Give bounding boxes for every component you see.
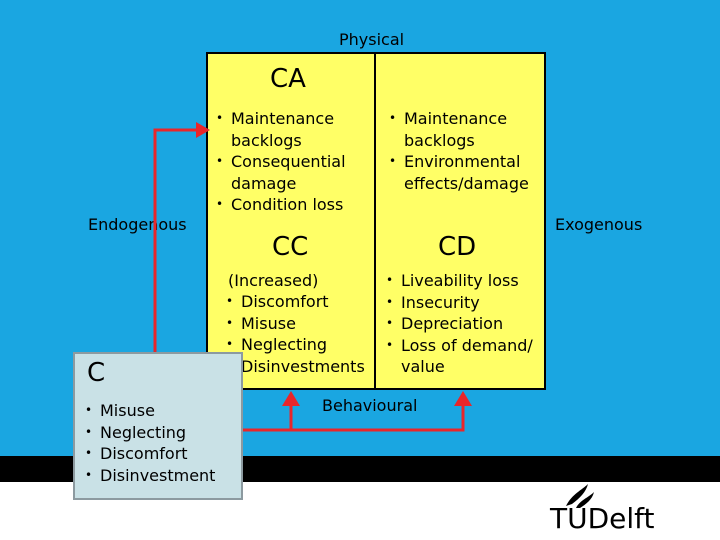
list-item: Misuse bbox=[85, 400, 215, 422]
list-item: Misuse bbox=[226, 313, 376, 335]
c-box-list: Misuse Neglecting Discomfort Disinvestme… bbox=[85, 400, 215, 486]
list-item: Neglecting bbox=[85, 422, 215, 444]
quadrant-top-right-list: Maintenance backlogs Environmental effec… bbox=[389, 108, 539, 194]
quadrant-ca-title: CA bbox=[270, 64, 306, 94]
list-item: Loss of demand/ value bbox=[386, 335, 536, 378]
arrowhead-right bbox=[196, 122, 210, 138]
list-item: Environmental effects/damage bbox=[389, 151, 539, 194]
arrowhead-cc-up bbox=[282, 391, 300, 406]
tu-delft-logo: TUDelft bbox=[548, 480, 713, 536]
quadrant-cc-title: CC bbox=[272, 232, 309, 262]
axis-label-left: Endogenous bbox=[88, 215, 187, 234]
axis-label-top: Physical bbox=[339, 30, 405, 49]
list-item: Disinvestment bbox=[85, 465, 215, 487]
list-item: Maintenance backlogs bbox=[216, 108, 366, 151]
axis-label-right: Exogenous bbox=[555, 215, 643, 234]
quadrant-ca-list: Maintenance backlogs Consequential damag… bbox=[216, 108, 366, 216]
list-item: Condition loss bbox=[216, 194, 366, 216]
list-item: Discomfort bbox=[226, 291, 376, 313]
list-item: Maintenance backlogs bbox=[389, 108, 539, 151]
axis-label-bottom: Behavioural bbox=[322, 396, 418, 415]
list-item: Insecurity bbox=[386, 292, 536, 314]
c-box: C Misuse Neglecting Discomfort Disinvest… bbox=[73, 352, 243, 500]
logo-text: TUDelft bbox=[550, 502, 655, 535]
list-item: Neglecting bbox=[226, 334, 376, 356]
quadrant-cd-list: Liveability loss Insecurity Depreciation… bbox=[386, 270, 536, 378]
quadrant-cd-title: CD bbox=[438, 232, 477, 262]
arrowhead-cd-up bbox=[454, 391, 472, 406]
feedback-arrow-up bbox=[153, 128, 196, 352]
c-box-title: C bbox=[87, 358, 106, 388]
list-item: Depreciation bbox=[386, 313, 536, 335]
feedback-arrow-bottom bbox=[243, 404, 465, 432]
list-item: Liveability loss bbox=[386, 270, 536, 292]
flame-icon bbox=[566, 484, 594, 508]
quadrant-cc-intro: (Increased) bbox=[228, 271, 319, 290]
list-item: Consequential damage bbox=[216, 151, 366, 194]
list-item: Discomfort bbox=[85, 443, 215, 465]
